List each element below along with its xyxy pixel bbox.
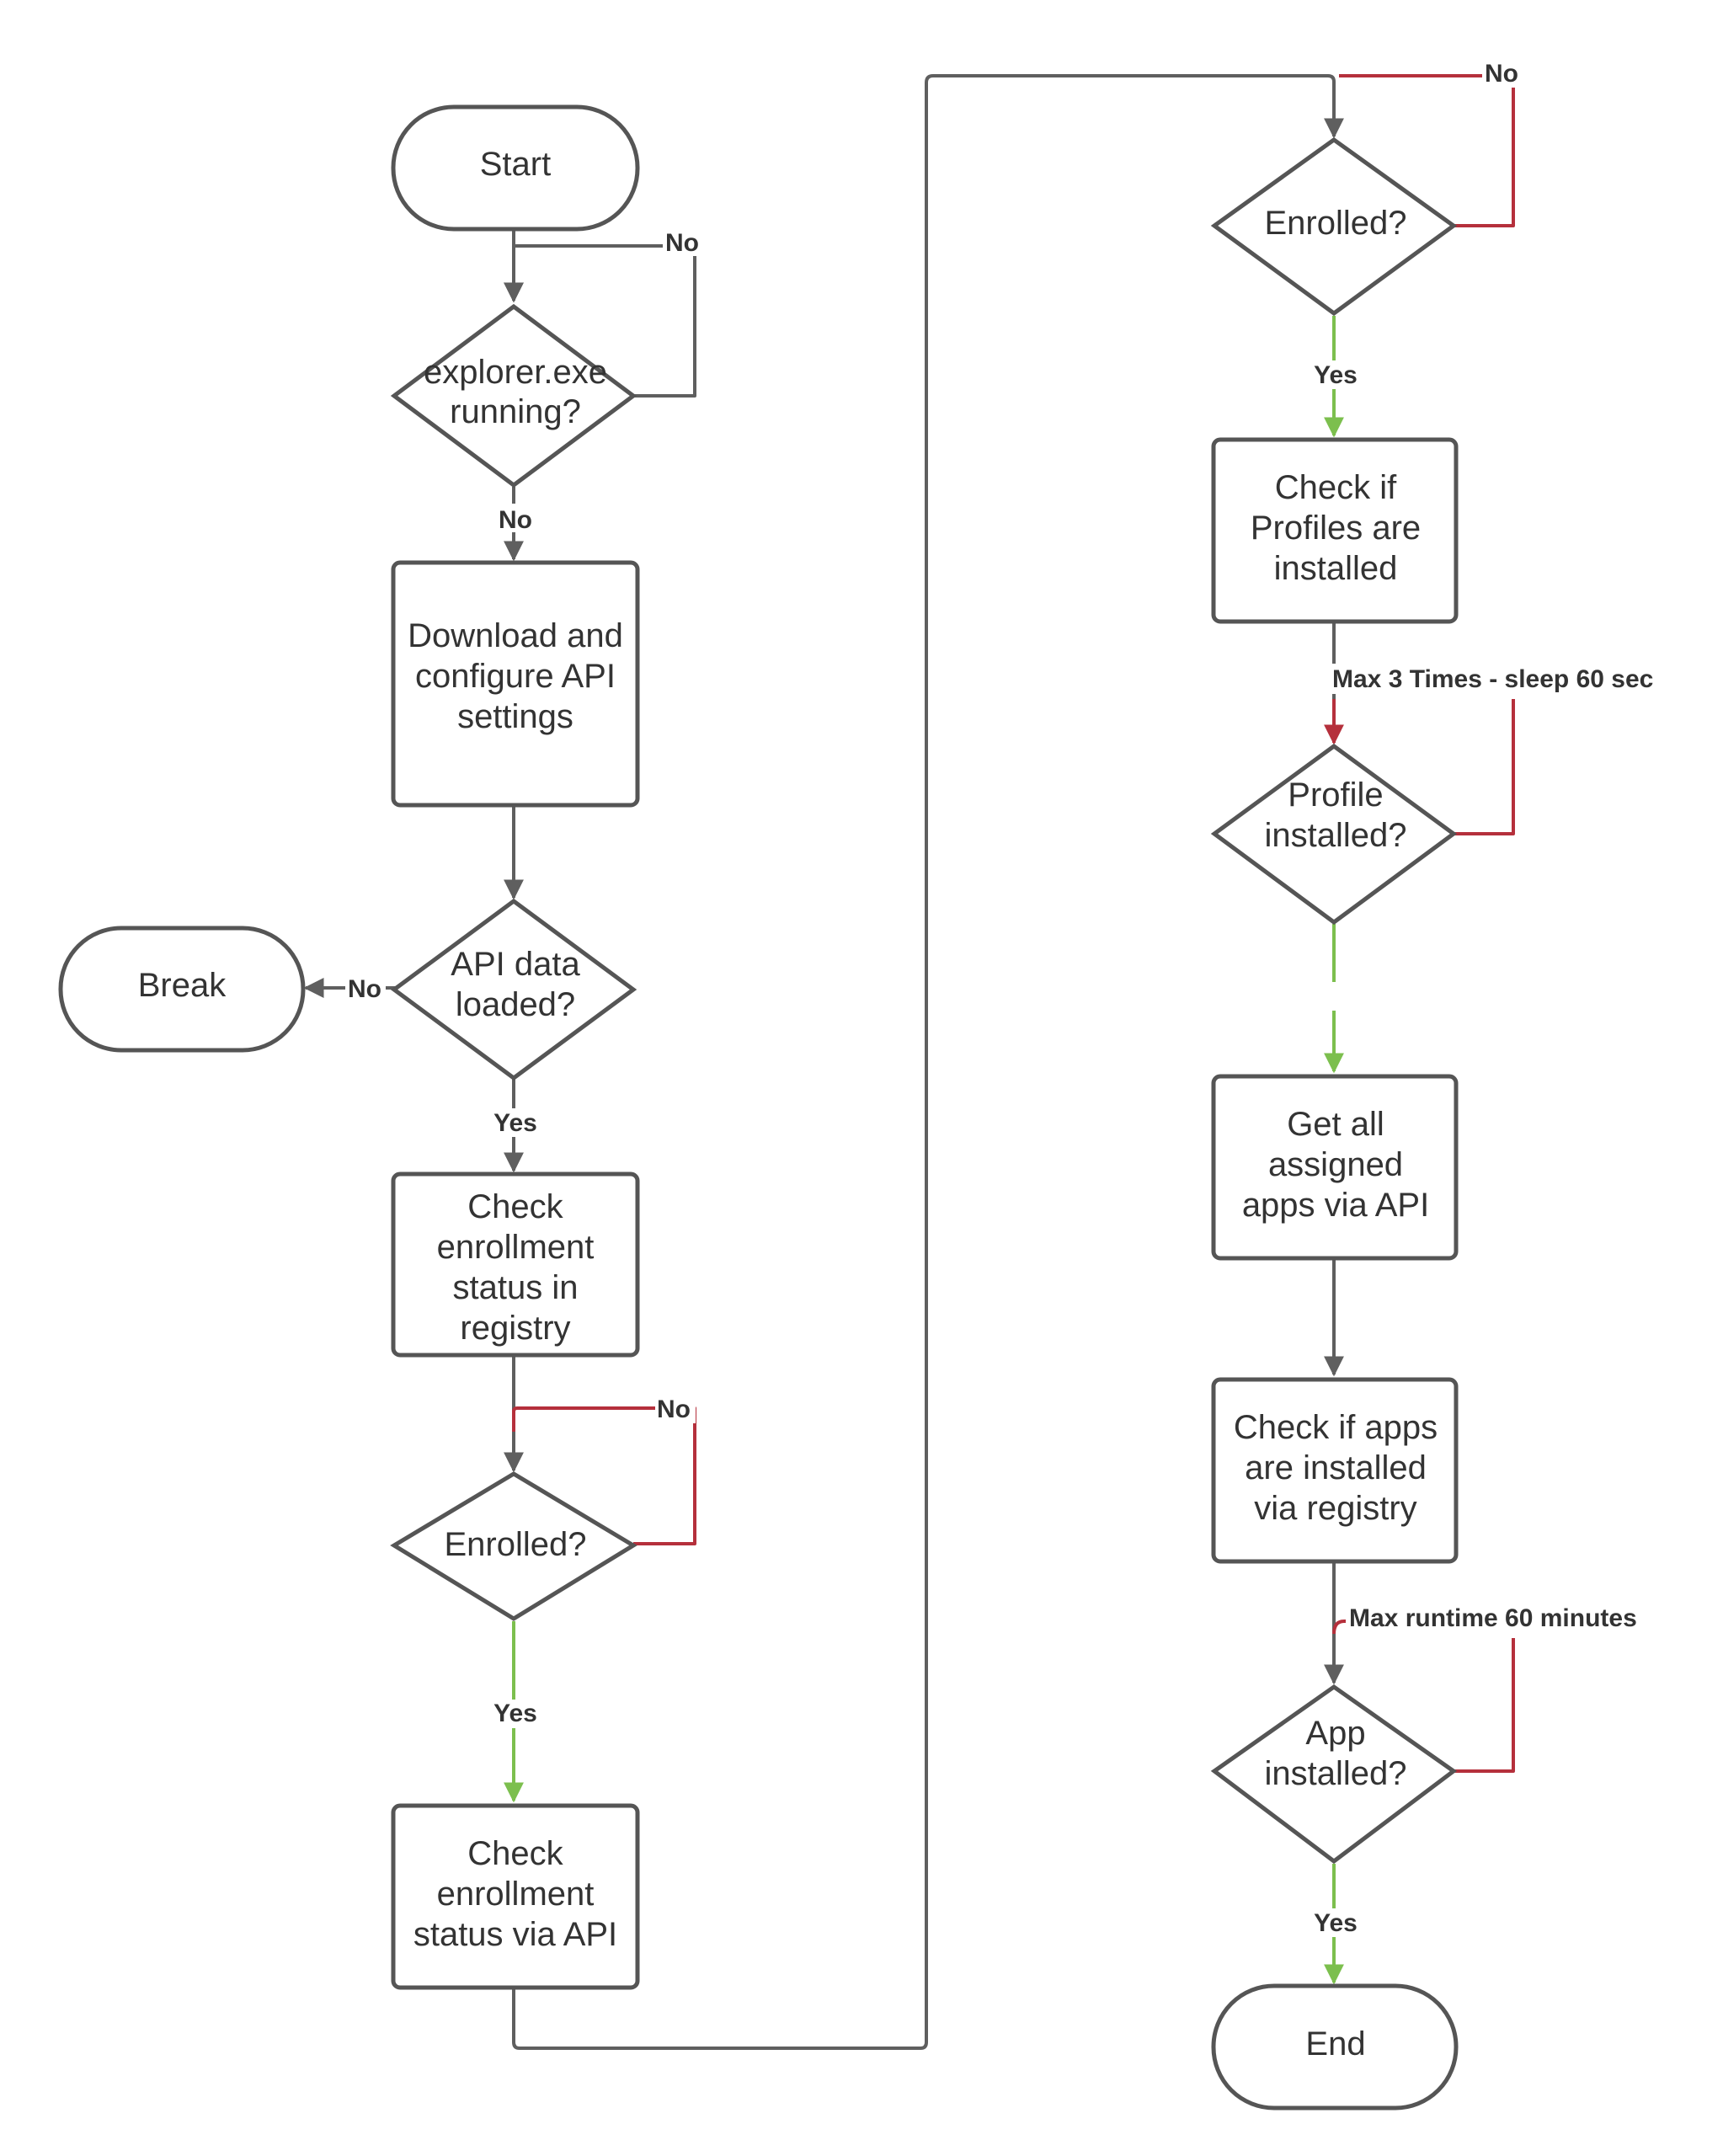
- node-api-check-label-2: enrollment: [437, 1876, 595, 1913]
- node-start-label: Start: [480, 146, 551, 183]
- node-profile-installed-label-2: installed?: [1264, 817, 1406, 854]
- label-apps-runtime: Max runtime 60 minutes: [1349, 1604, 1637, 1632]
- label-enrolled-right-no: No: [1485, 60, 1518, 88]
- node-check-apps-label-3: via registry: [1254, 1490, 1416, 1527]
- node-download-label-3: settings: [457, 698, 573, 735]
- node-app-installed-label-1: App: [1305, 1715, 1365, 1752]
- node-check-enroll-registry: Check enrollment status in registry: [391, 1171, 640, 1358]
- node-enrolled-left: Enrolled?: [390, 1471, 637, 1621]
- node-explorer-check: explorer.exe running?: [390, 303, 637, 488]
- node-break-label: Break: [138, 967, 227, 1004]
- node-profiles-label-3: installed: [1274, 550, 1398, 587]
- edge-enrolled-left-no-loop: [512, 1406, 696, 1545]
- node-get-apps-label-1: Get all: [1287, 1106, 1384, 1143]
- node-enrolled-left-label: Enrolled?: [444, 1526, 586, 1563]
- edge-app-installed-no-loop: [1454, 1638, 1515, 1773]
- label-api-no: No: [348, 975, 381, 1003]
- edge-runtime-tick: [1332, 1620, 1347, 1635]
- node-registry-label-4: registry: [460, 1310, 570, 1347]
- node-app-installed-label-2: installed?: [1264, 1755, 1406, 1792]
- node-profiles-label-1: Check if: [1275, 469, 1397, 506]
- node-get-apps-label-3: apps via API: [1242, 1187, 1429, 1224]
- node-api-check-label-3: status via API: [413, 1916, 617, 1953]
- edge-profile-installed-no-loop: [1454, 699, 1515, 835]
- node-get-apps-label-2: assigned: [1268, 1146, 1403, 1183]
- node-end-label: End: [1305, 2025, 1365, 2063]
- node-check-apps-label-2: are installed: [1245, 1449, 1427, 1486]
- node-profile-installed-label-1: Profile: [1288, 776, 1383, 814]
- node-explorer-label-1: explorer.exe: [424, 354, 607, 391]
- node-registry-label-3: status in: [453, 1269, 579, 1306]
- label-app-installed-yes: Yes: [1314, 1909, 1358, 1937]
- node-enrolled-right-label: Enrolled?: [1264, 205, 1406, 242]
- node-check-profiles: Check if Profiles are installed: [1211, 437, 1459, 624]
- node-get-apps: Get all assigned apps via API: [1211, 1074, 1459, 1261]
- edge-enrolled-right-no-loop: [1339, 74, 1515, 227]
- label-enrolled-left-no: No: [657, 1396, 691, 1423]
- node-explorer-label-2: running?: [450, 393, 581, 430]
- node-check-apps-label-1: Check if apps: [1234, 1409, 1438, 1446]
- node-profile-installed: Profile installed?: [1210, 743, 1458, 926]
- label-enrolled-right-yes: Yes: [1314, 361, 1358, 389]
- node-api-label-1: API data: [451, 946, 580, 983]
- node-api-loaded: API data loaded?: [390, 898, 637, 1081]
- label-profiles-retry: Max 3 Times - sleep 60 sec: [1332, 665, 1653, 693]
- label-enrolled-left-yes: Yes: [493, 1700, 537, 1727]
- node-profiles-label-2: Profiles are: [1251, 510, 1421, 547]
- node-check-enroll-api: Check enrollment status via API: [391, 1803, 640, 1990]
- label-explorer-no-down: No: [499, 506, 532, 534]
- node-download-label-1: Download and: [408, 617, 623, 654]
- node-download-label-2: configure API: [415, 658, 616, 695]
- label-api-yes: Yes: [493, 1109, 537, 1137]
- label-explorer-no-loop: No: [665, 229, 699, 257]
- node-end: End: [1211, 1983, 1459, 2111]
- node-app-installed: App installed?: [1210, 1684, 1458, 1865]
- node-api-check-label-1: Check: [467, 1835, 563, 1872]
- node-enrolled-right: Enrolled?: [1210, 136, 1458, 317]
- node-registry-label-2: enrollment: [437, 1229, 595, 1266]
- node-download-config: Download and configure API settings: [391, 560, 640, 808]
- node-registry-label-1: Check: [467, 1188, 563, 1225]
- edge-api-check-to-enrolled-right: [512, 74, 1344, 2050]
- node-api-label-2: loaded?: [456, 986, 575, 1023]
- node-start: Start: [391, 104, 640, 232]
- node-check-apps: Check if apps are installed via registry: [1211, 1377, 1459, 1564]
- node-break: Break: [58, 926, 306, 1053]
